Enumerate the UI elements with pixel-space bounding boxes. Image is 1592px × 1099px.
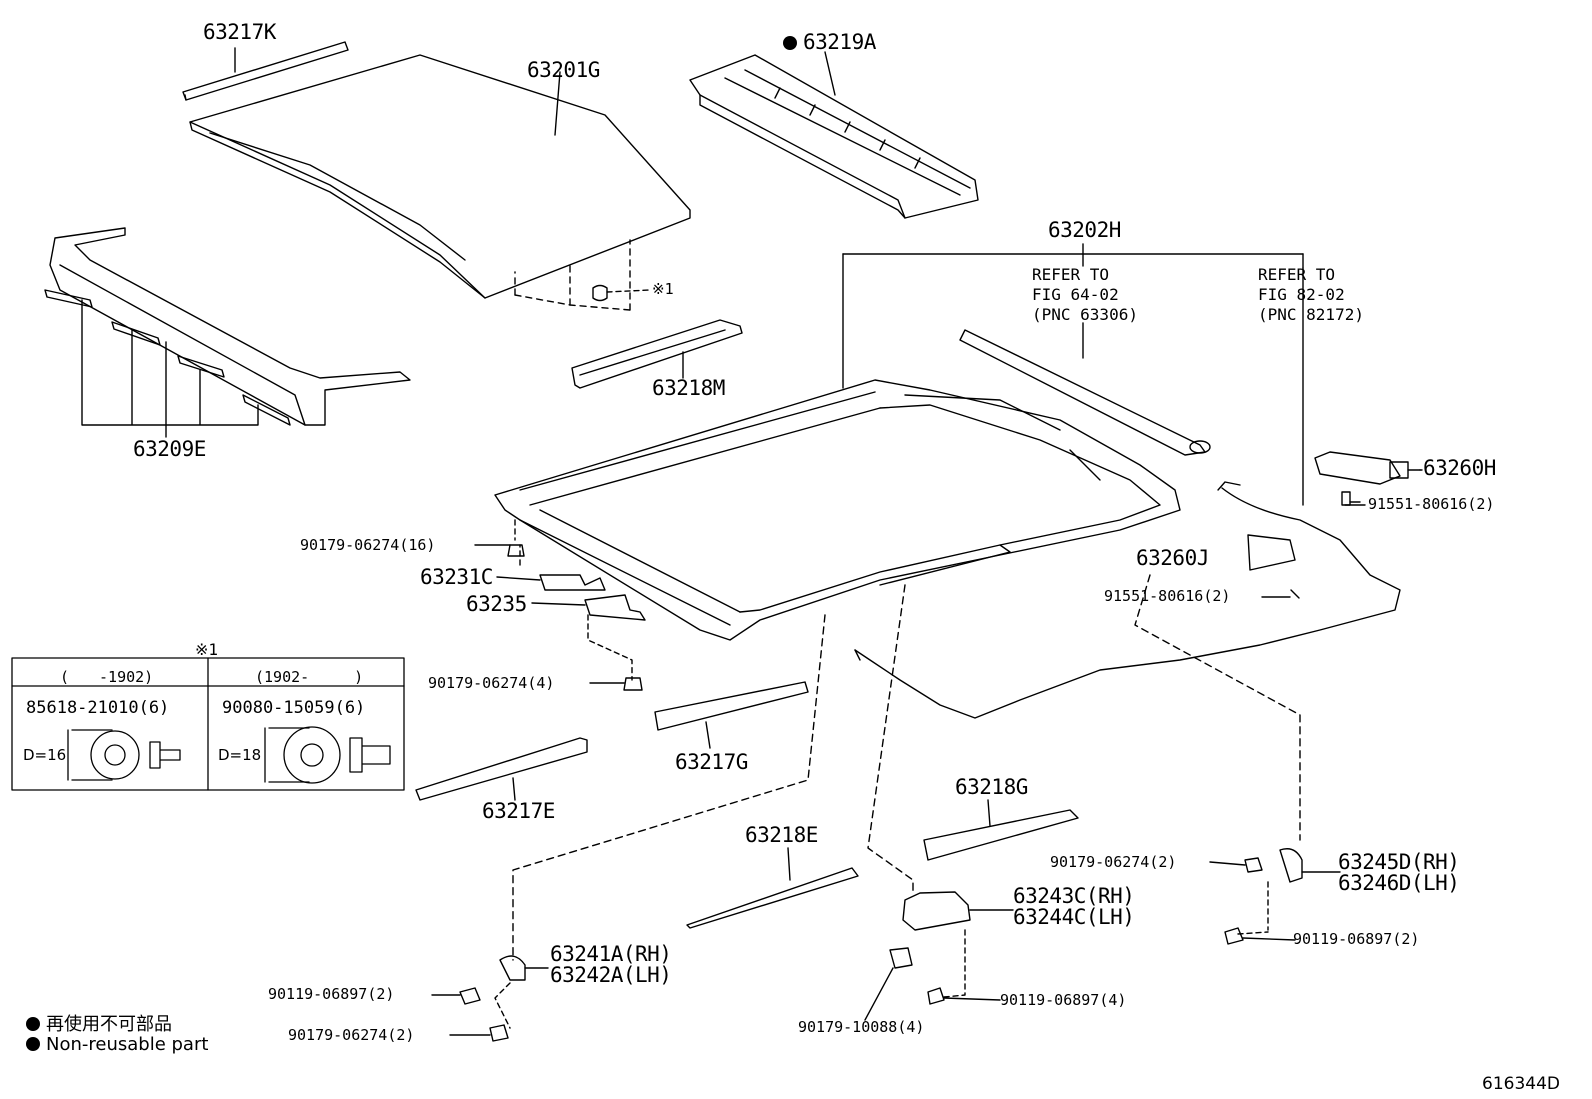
label-63218M[interactable]: 63218M [652,376,725,400]
part-63217G-drawing [654,681,809,749]
label-63243C-RH[interactable]: 63243C(RH) [1013,884,1135,908]
note-table-col1-dim: D=16 [23,746,67,764]
part-63209E-drawing [44,227,411,438]
part-63306-drawing [959,322,1211,456]
part-cable-drawing [854,267,1401,719]
label-90179-06274-2-b[interactable]: 90179-06274(2) [288,1026,415,1044]
note-mark-label: ※1 [652,280,674,298]
legend-jp: 再使用不可部品 [26,1010,172,1036]
label-90179-06274-2-a[interactable]: 90179-06274(2) [1050,853,1177,871]
label-91551-80616-a[interactable]: 91551-80616(2) [1368,495,1495,513]
label-63201G[interactable]: 63201G [527,58,600,82]
label-63217G[interactable]: 63217G [675,750,748,774]
label-90119-06897-4[interactable]: 90119-06897(4) [1000,991,1127,1009]
label-63241A-RH[interactable]: 63241A(RH) [550,942,672,966]
part-clip-63241A-drawing [459,955,526,1042]
part-clip-63245D-drawing [1224,848,1303,945]
figure-id: 616344D [1482,1074,1560,1094]
note-table-mark: ※1 [195,640,219,659]
label-90119-06897-2-a[interactable]: 90119-06897(2) [1293,930,1420,948]
part-63217K-drawing [182,41,349,101]
label-63217E[interactable]: 63217E [482,799,555,823]
label-90179-06274-16[interactable]: 90179-06274(16) [300,536,436,554]
label-63260H[interactable]: 63260H [1423,456,1496,480]
label-90179-06274-4[interactable]: 90179-06274(4) [428,674,555,692]
part-63219A-drawing [689,51,979,219]
part-clip-63243C-drawing [889,891,971,1005]
part-63217E-drawing [415,737,588,801]
part-63218G-drawing [923,799,1079,861]
part-63218E-drawing [686,847,859,929]
refer-to-fig-82-02[interactable]: REFER TO FIG 82-02 (PNC 82172) [1258,265,1364,324]
label-90119-06897-2-b[interactable]: 90119-06897(2) [268,985,395,1003]
label-63244C-LH[interactable]: 63244C(LH) [1013,905,1135,929]
dashed-leaders [512,574,1301,961]
part-brackets-drawing [507,544,646,691]
note-table-col1-header: ( -1902) [60,668,154,686]
label-63231C[interactable]: 63231C [420,565,493,589]
label-63246D-LH[interactable]: 63246D(LH) [1338,871,1460,895]
label-63218G[interactable]: 63218G [955,775,1028,799]
label-90179-10088-4[interactable]: 90179-10088(4) [798,1018,925,1036]
label-63242A-LH[interactable]: 63242A(LH) [550,963,672,987]
label-63245D-RH[interactable]: 63245D(RH) [1338,850,1460,874]
note-table-col1-part[interactable]: 85618-21010(6) [26,698,170,718]
part-63218M-drawing [571,319,743,389]
leader-lines [431,469,1423,1036]
note-table-col2-dim: D=18 [218,746,262,764]
label-63219A[interactable]: 63219A [783,32,876,53]
label-63217K[interactable]: 63217K [203,20,276,44]
note-table-col2-part[interactable]: 90080-15059(6) [222,698,366,718]
label-63202H[interactable]: 63202H [1048,218,1121,242]
non-reusable-dot-icon [783,36,797,50]
label-63218E[interactable]: 63218E [745,823,818,847]
label-91551-80616-b[interactable]: 91551-80616(2) [1104,587,1231,605]
legend-dot-icon [26,1037,40,1051]
label-63209E[interactable]: 63209E [133,437,206,461]
refer-to-fig-64-02[interactable]: REFER TO FIG 64-02 (PNC 63306) [1032,265,1138,324]
note-table-frame [11,657,405,791]
note-table-col2-header: (1902- ) [255,668,364,686]
legend-en: Non-reusable part [26,1034,208,1055]
part-63201G-drawing [189,54,691,311]
legend-dot-icon [26,1017,40,1031]
label-63235[interactable]: 63235 [466,592,527,616]
part-63202H-drawing [494,243,1304,641]
label-63260J[interactable]: 63260J [1136,546,1209,570]
